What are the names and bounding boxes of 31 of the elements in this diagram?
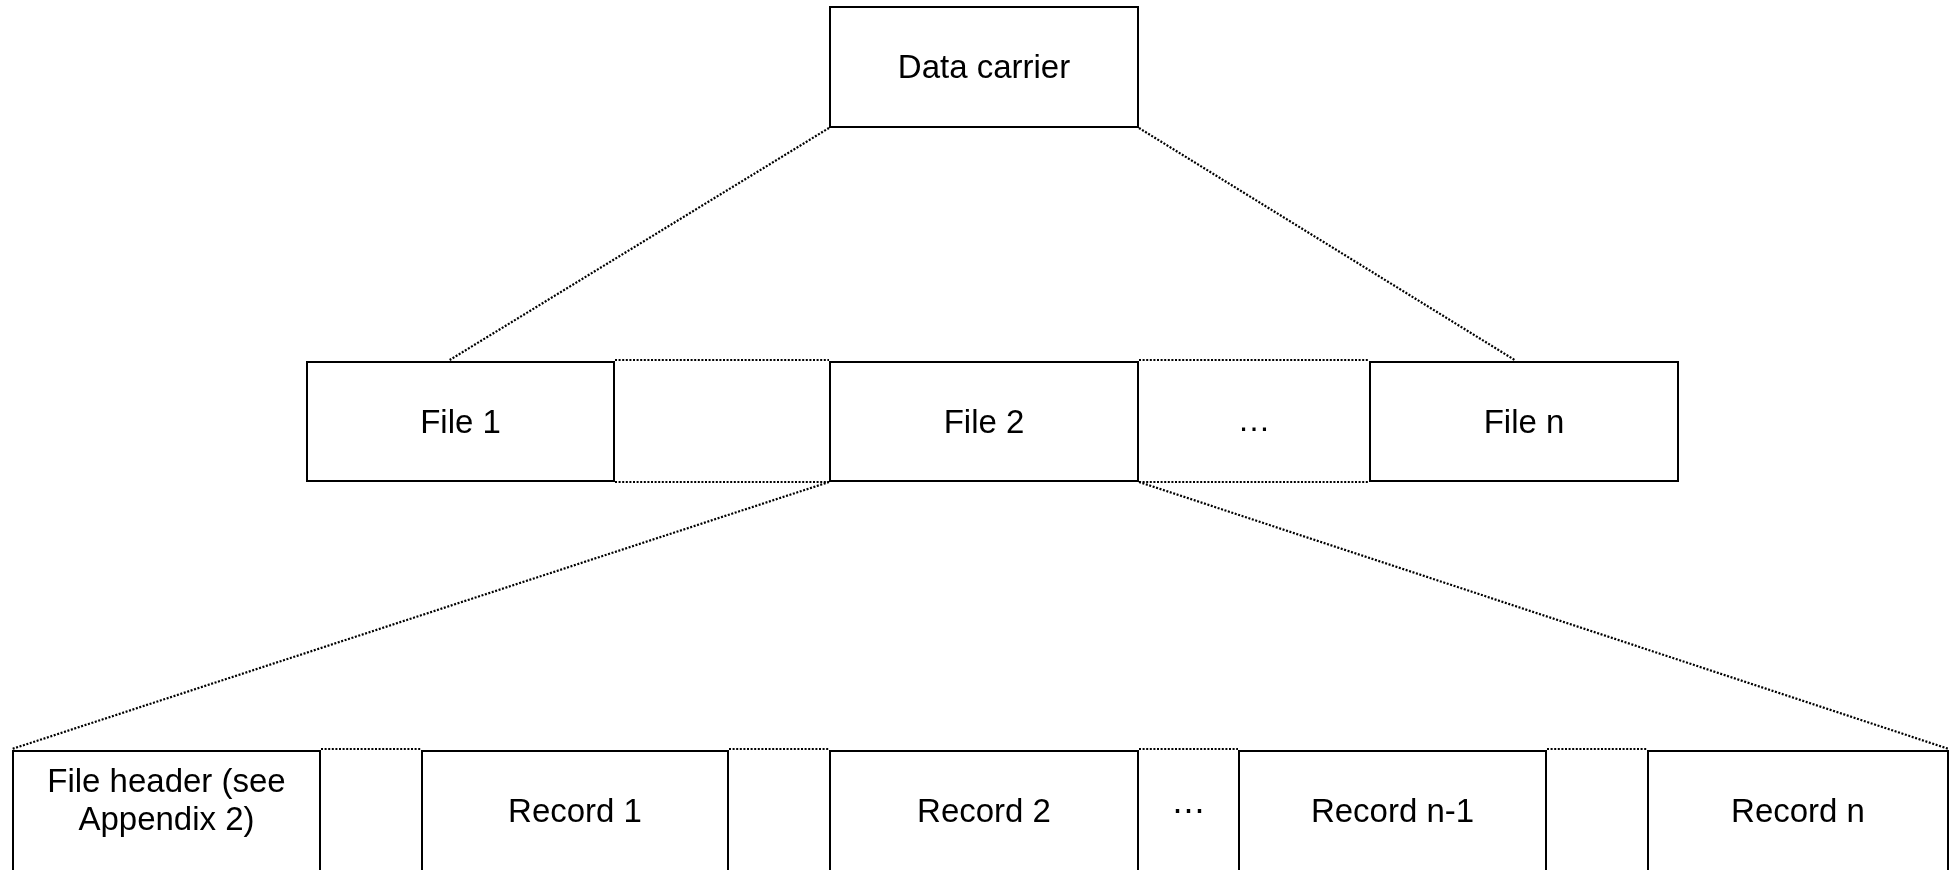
box-label: File header (see Appendix 2) <box>46 762 287 838</box>
dotted-connector <box>729 747 829 751</box>
dotted-connector <box>11 480 830 751</box>
record-box <box>829 750 1139 870</box>
dotted-connector <box>449 127 830 361</box>
dotted-connector <box>1138 480 1950 751</box>
record-box <box>421 750 729 870</box>
box-label: File 1 <box>420 402 501 441</box>
ellipsis: … <box>1237 401 1271 439</box>
box-label: Record n <box>1731 792 1865 830</box>
box-label: Data carrier <box>897 48 1071 86</box>
block-box <box>306 361 615 482</box>
box-label: File 2 <box>943 402 1025 441</box>
block-box <box>1369 361 1679 482</box>
box-label: Record 1 <box>508 792 642 830</box>
box-label: Record n-1 <box>1310 792 1475 830</box>
dotted-connector <box>615 480 829 484</box>
block-box <box>829 361 1139 482</box>
record-box <box>1647 750 1949 870</box>
ellipsis: ⋯ <box>1171 790 1205 830</box>
dotted-connector <box>1139 747 1238 751</box>
dotted-connector <box>615 358 829 362</box>
record-box <box>12 750 321 870</box>
block-box <box>829 6 1139 128</box>
dotted-connector <box>321 747 421 751</box>
dotted-connector <box>1139 358 1369 362</box>
box-label: File n <box>1483 402 1565 441</box>
dotted-connector <box>1547 747 1647 751</box>
box-label: Record 2 <box>917 792 1051 830</box>
record-box <box>1238 750 1547 870</box>
dotted-connector <box>1138 127 1516 361</box>
